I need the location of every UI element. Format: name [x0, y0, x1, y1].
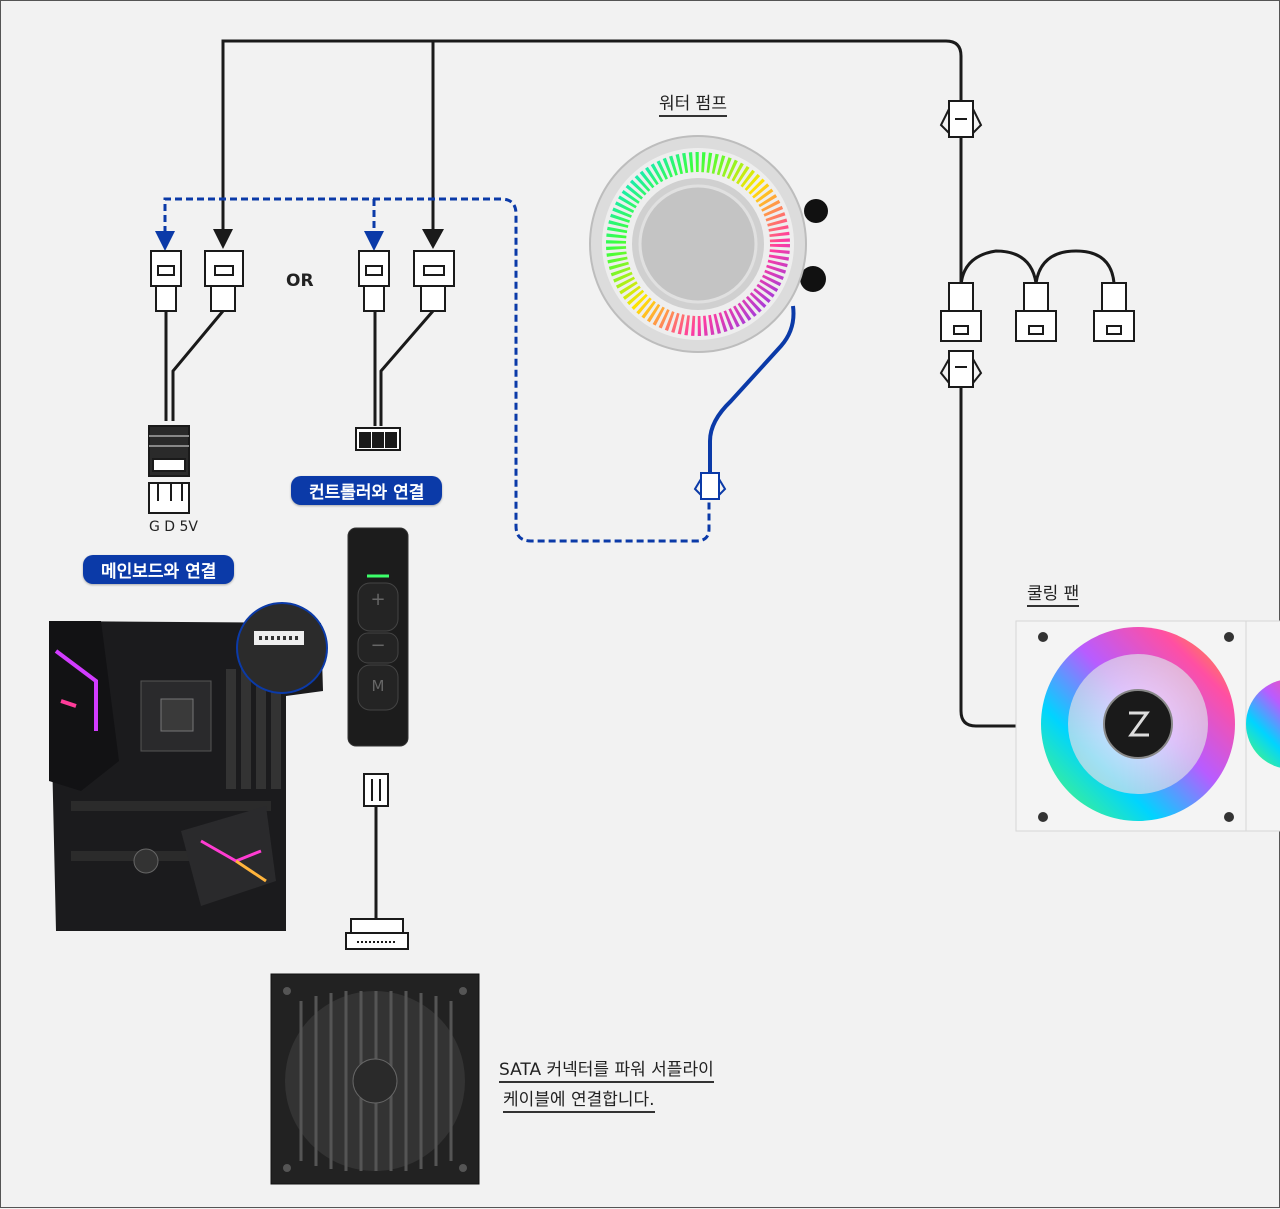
- argb-main-cable: [221, 39, 963, 231]
- arrow-down-icon: [155, 231, 175, 251]
- splitter-connector-icon: [940, 282, 1135, 342]
- fan-cable: [959, 387, 1019, 728]
- header-zoom-circle: [236, 602, 328, 694]
- controller-connector-pair: [358, 250, 455, 312]
- sata-connector-icon: [345, 918, 409, 950]
- motherboard-image: [49, 621, 323, 931]
- pump-cable: [708, 305, 796, 473]
- controller-plug-icon: [355, 427, 401, 451]
- argb-header-plug-icon: [148, 425, 190, 514]
- arrow-down-icon: [422, 229, 444, 249]
- sata-note-line1: SATA 커넥터를 파워 서플라이: [499, 1055, 714, 1083]
- controller-mode-button: M: [371, 677, 385, 695]
- controller-plus-button: +: [370, 589, 386, 610]
- water-pump-label: 워터 펌프: [659, 89, 727, 117]
- sata-note-line2: 케이블에 연결합니다.: [503, 1085, 655, 1113]
- arrow-down-icon: [364, 231, 384, 251]
- fan-splitter-cable: [959, 249, 1116, 287]
- mainboard-connector-pair: [150, 250, 244, 312]
- pump-argb-dashed-cable: [163, 197, 711, 543]
- sata-cable: [345, 773, 409, 950]
- controller-connect-badge: 컨트롤러와 연결: [291, 476, 443, 505]
- arrow-down-icon: [213, 229, 233, 249]
- cooling-fan-image: [1015, 620, 1280, 832]
- argb-controller-image: [347, 527, 409, 747]
- controller-cable: [373, 310, 435, 426]
- cooling-fan-label: 쿨링 팬: [1027, 579, 1080, 607]
- or-label: OR: [286, 271, 314, 291]
- mainboard-cable: [164, 310, 225, 421]
- mainboard-connect-badge: 메인보드와 연결: [83, 555, 235, 584]
- inline-connector-icon: [939, 100, 983, 138]
- water-pump-image: [589, 135, 828, 353]
- pump-connector-icon: [693, 472, 727, 500]
- controller-minus-button: −: [370, 635, 386, 656]
- inline-connector-icon: [939, 350, 983, 388]
- power-supply-image: [270, 973, 480, 1185]
- pin-labels: G D 5V: [149, 519, 199, 535]
